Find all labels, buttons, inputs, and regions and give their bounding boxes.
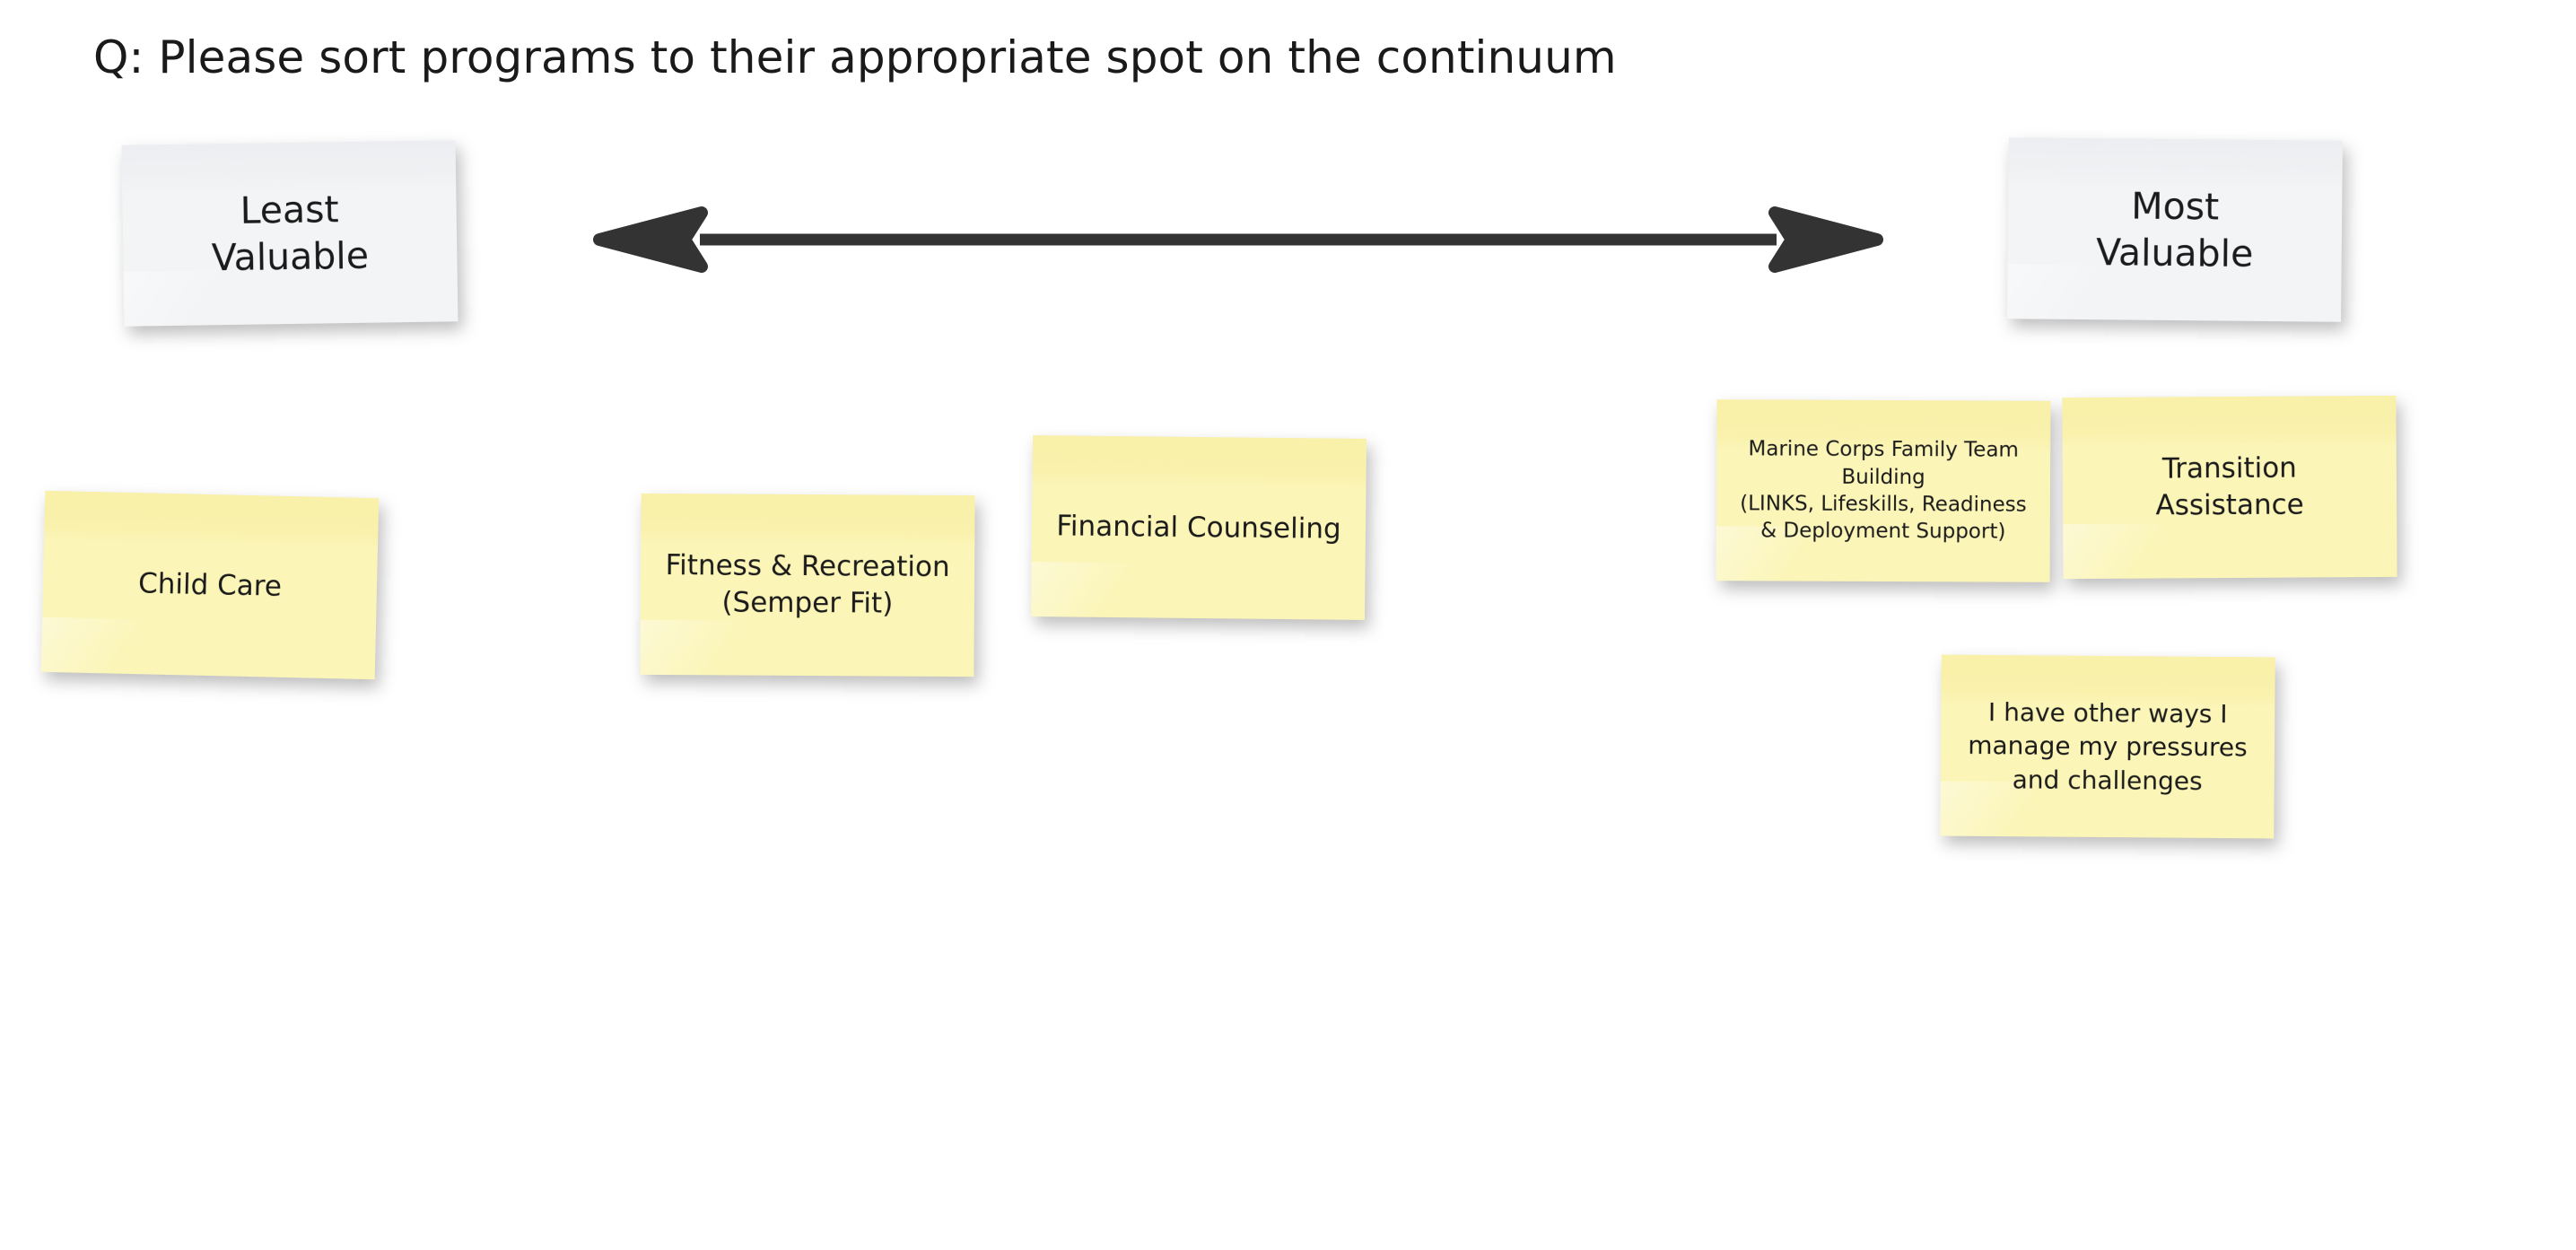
sticky-note-financial-counseling[interactable]: Financial Counseling bbox=[1030, 435, 1367, 620]
sticky-note-fitness-recreation-label: Fitness & Recreation (Semper Fit) bbox=[665, 549, 950, 620]
sticky-note-child-care[interactable]: Child Care bbox=[40, 490, 380, 680]
sticky-note-transition-assistance[interactable]: Transition Assistance bbox=[2062, 395, 2397, 580]
anchor-note-least-valuable-label: Least Valuable bbox=[211, 187, 370, 280]
sticky-note-other-ways[interactable]: I have other ways I manage my pressures … bbox=[1940, 654, 2275, 839]
double-headed-arrow-icon bbox=[593, 206, 1883, 273]
sticky-note-transition-assistance-label: Transition Assistance bbox=[2155, 451, 2304, 522]
sticky-note-child-care-label: Child Care bbox=[137, 567, 283, 603]
sticky-note-financial-counseling-label: Financial Counseling bbox=[1056, 510, 1341, 546]
anchor-note-most-valuable[interactable]: Most Valuable bbox=[2007, 137, 2343, 322]
page-title: Q: Please sort programs to their appropr… bbox=[93, 31, 1617, 83]
sticky-note-fitness-recreation[interactable]: Fitness & Recreation (Semper Fit) bbox=[640, 493, 975, 677]
sticky-note-marine-corps-family-team-building-label: Marine Corps Family Team Building (LINKS… bbox=[1740, 437, 2027, 544]
sticky-note-other-ways-label: I have other ways I manage my pressures … bbox=[1968, 697, 2248, 796]
anchor-note-most-valuable-label: Most Valuable bbox=[2095, 184, 2254, 275]
anchor-note-least-valuable[interactable]: Least Valuable bbox=[121, 140, 458, 327]
sticky-note-marine-corps-family-team-building[interactable]: Marine Corps Family Team Building (LINKS… bbox=[1716, 399, 2051, 582]
